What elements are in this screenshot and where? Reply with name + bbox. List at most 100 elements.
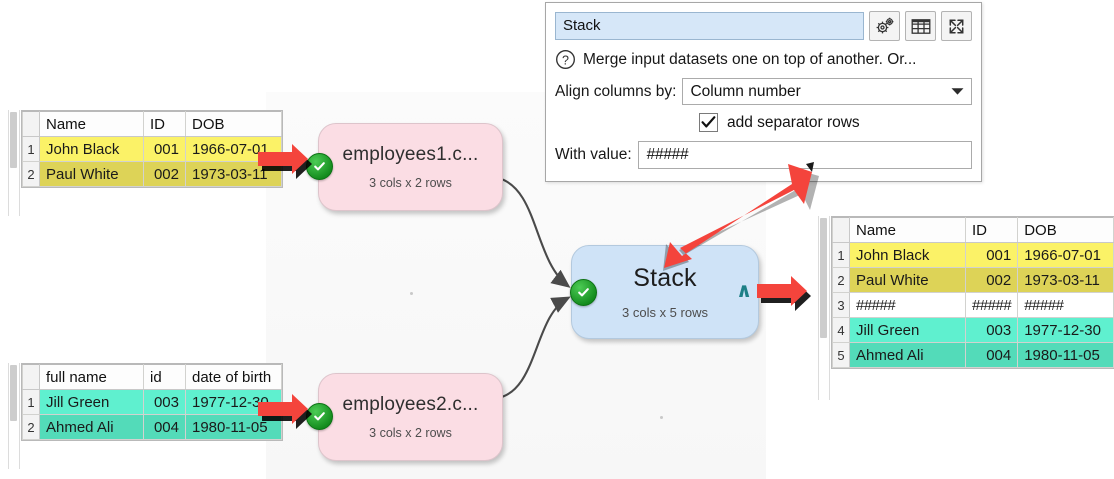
- output-table-scrollbar[interactable]: [818, 216, 830, 400]
- align-columns-label: Align columns by:: [555, 82, 677, 100]
- cell-id[interactable]: 003: [964, 317, 1019, 343]
- with-value-input[interactable]: #####: [637, 141, 972, 169]
- row-number: 1: [832, 242, 850, 268]
- canvas-dot: [660, 416, 663, 419]
- item-name-input[interactable]: Stack: [555, 12, 864, 40]
- cell-name[interactable]: Ahmed Ali: [39, 414, 144, 440]
- table-row[interactable]: 2 Paul White 002 1973-03-11: [832, 267, 1114, 293]
- canvas-dot: [410, 292, 413, 295]
- cell-id[interactable]: 003: [143, 389, 186, 415]
- cell-dob[interactable]: 1966-07-01: [1017, 242, 1114, 268]
- input2-table-scrollbar[interactable]: [8, 363, 20, 469]
- table-row[interactable]: 2 Paul White 002 1973-03-11: [22, 161, 282, 187]
- node-subtitle: 3 cols x 5 rows: [622, 305, 708, 320]
- cell-id[interactable]: 004: [964, 342, 1019, 368]
- row-number: 3: [832, 292, 850, 318]
- cell-dob[interactable]: 1977-12-30: [1017, 317, 1114, 343]
- node-title: employees2.c...: [342, 394, 479, 415]
- node-stack[interactable]: Stack 3 cols x 5 rows: [571, 245, 759, 339]
- question-mark-icon[interactable]: ?: [555, 49, 576, 70]
- column-header[interactable]: date of birth: [185, 364, 282, 390]
- table-view-button[interactable]: [905, 11, 936, 41]
- input1-table-scrollbar[interactable]: [8, 110, 20, 216]
- column-header[interactable]: DOB: [185, 111, 282, 137]
- chevron-down-icon: [951, 83, 964, 101]
- gears-icon: [876, 17, 893, 34]
- table-row[interactable]: 1 Jill Green 003 1977-12-30: [22, 389, 282, 415]
- cell-id[interactable]: 001: [964, 242, 1019, 268]
- table-row[interactable]: 5 Ahmed Ali 004 1980-11-05: [832, 342, 1114, 368]
- help-text: Merge input datasets one on top of anoth…: [583, 50, 917, 68]
- cell-id[interactable]: 002: [143, 161, 186, 187]
- node-employees1[interactable]: employees1.c... 3 cols x 2 rows: [318, 123, 503, 211]
- scrollbar-thumb[interactable]: [10, 365, 17, 421]
- align-columns-row: Align columns by: Column number: [555, 78, 972, 105]
- node-subtitle: 3 cols x 2 rows: [369, 176, 452, 190]
- row-number: 5: [832, 342, 850, 368]
- scrollbar-thumb[interactable]: [820, 218, 827, 338]
- cell-name[interactable]: Paul White: [849, 267, 966, 293]
- table-row[interactable]: 1 John Black 001 1966-07-01: [22, 136, 282, 162]
- arrow-to-employees2: [258, 394, 312, 429]
- table-header-row: Name ID DOB: [832, 217, 1114, 243]
- properties-panel[interactable]: Stack: [545, 2, 982, 182]
- cell-dob[interactable]: 1973-03-11: [1017, 267, 1114, 293]
- scrollbar-thumb[interactable]: [10, 112, 17, 168]
- cell-dob[interactable]: 1980-11-05: [185, 414, 282, 440]
- table-grid-icon: [911, 18, 930, 34]
- column-header[interactable]: ID: [143, 111, 186, 137]
- settings-gears-button[interactable]: [869, 11, 900, 41]
- table-row[interactable]: 1 John Black 001 1966-07-01: [832, 242, 1114, 268]
- add-separator-rows-checkbox[interactable]: [699, 113, 718, 132]
- row-number: 1: [22, 389, 40, 415]
- help-row: ? Merge input datasets one on top of ano…: [555, 49, 972, 70]
- node-output-caret-icon[interactable]: ∧: [736, 278, 753, 302]
- column-header[interactable]: full name: [39, 364, 144, 390]
- arrow-to-output-table: [757, 276, 811, 311]
- svg-text:?: ?: [562, 53, 569, 67]
- cell-name[interactable]: Jill Green: [849, 317, 966, 343]
- column-header[interactable]: Name: [849, 217, 966, 243]
- cell-name[interactable]: Jill Green: [39, 389, 144, 415]
- table-row[interactable]: 4 Jill Green 003 1977-12-30: [832, 317, 1114, 343]
- table-header-row: full name id date of birth: [22, 364, 282, 390]
- node-title: employees1.c...: [342, 144, 479, 165]
- input1-table[interactable]: Name ID DOB 1 John Black 001 1966-07-01 …: [22, 111, 282, 187]
- align-columns-value: Column number: [690, 82, 801, 100]
- node-employees2[interactable]: employees2.c... 3 cols x 2 rows: [318, 373, 503, 461]
- with-value-row: With value: #####: [555, 141, 972, 169]
- cell-name[interactable]: Ahmed Ali: [849, 342, 966, 368]
- add-separator-rows-label: add separator rows: [727, 113, 860, 131]
- arrow-to-employees1: [258, 144, 312, 179]
- panel-title-row: Stack: [555, 11, 972, 41]
- table-row-separator[interactable]: 3 ##### ##### #####: [832, 292, 1114, 318]
- output-table[interactable]: Name ID DOB 1 John Black 001 1966-07-01 …: [832, 217, 1114, 368]
- row-number: 1: [22, 136, 40, 162]
- table-row[interactable]: 2 Ahmed Ali 004 1980-11-05: [22, 414, 282, 440]
- add-separator-rows-row[interactable]: add separator rows: [555, 113, 972, 132]
- cell-name[interactable]: #####: [849, 292, 966, 318]
- expand-arrows-icon: [949, 19, 964, 33]
- input2-table[interactable]: full name id date of birth 1 Jill Green …: [22, 364, 282, 440]
- cell-id[interactable]: #####: [964, 292, 1019, 318]
- row-number: 2: [22, 161, 40, 187]
- cell-dob[interactable]: #####: [1017, 292, 1114, 318]
- corner-cell: [22, 364, 40, 390]
- cell-name[interactable]: John Black: [849, 242, 966, 268]
- cell-name[interactable]: John Black: [39, 136, 144, 162]
- column-header[interactable]: id: [143, 364, 186, 390]
- column-header[interactable]: ID: [964, 217, 1019, 243]
- row-number: 2: [22, 414, 40, 440]
- column-header[interactable]: Name: [39, 111, 144, 137]
- node-status-ok-icon-stack: [570, 279, 597, 306]
- expand-button[interactable]: [941, 11, 972, 41]
- cell-name[interactable]: Paul White: [39, 161, 144, 187]
- table-header-row: Name ID DOB: [22, 111, 282, 137]
- cell-dob[interactable]: 1980-11-05: [1017, 342, 1114, 368]
- cell-id[interactable]: 004: [143, 414, 186, 440]
- cell-id[interactable]: 002: [964, 267, 1019, 293]
- cell-id[interactable]: 001: [143, 136, 186, 162]
- align-columns-select[interactable]: Column number: [682, 78, 972, 105]
- column-header[interactable]: DOB: [1017, 217, 1114, 243]
- node-subtitle: 3 cols x 2 rows: [369, 426, 452, 440]
